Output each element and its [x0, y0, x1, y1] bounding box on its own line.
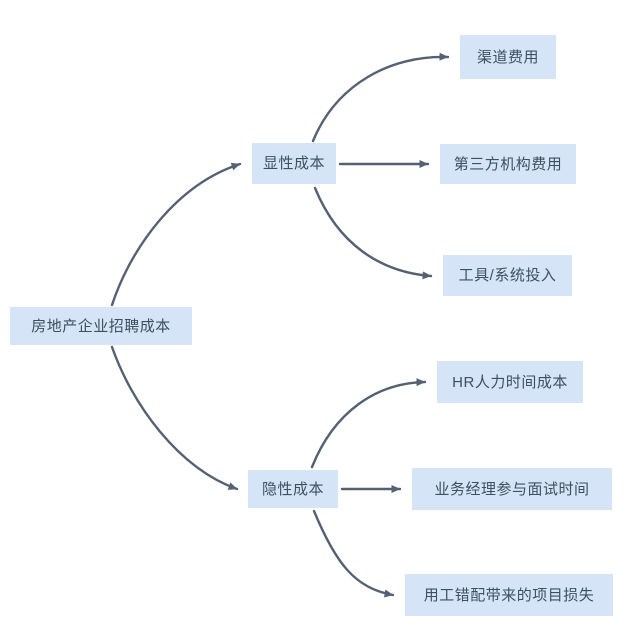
- node-hr-time-cost[interactable]: HR人力时间成本: [437, 361, 583, 403]
- edge-root-to-implicit: [110, 345, 239, 491]
- node-channel-fee-label: 渠道费用: [476, 48, 539, 66]
- node-explicit-cost-label: 显性成本: [262, 155, 325, 172]
- node-implicit-cost-label: 隐性成本: [261, 480, 324, 498]
- node-manager-interview-time[interactable]: 业务经理参与面试时间: [412, 468, 612, 510]
- node-explicit-cost[interactable]: 显性成本: [252, 143, 336, 184]
- node-mismatch-project-loss-label: 用工错配带来的项目损失: [423, 586, 595, 604]
- node-mismatch-project-loss[interactable]: 用工错配带来的项目损失: [405, 574, 613, 616]
- edge-root-to-explicit: [110, 162, 242, 307]
- node-tooling-investment[interactable]: 工具/系统投入: [443, 255, 572, 296]
- node-implicit-cost[interactable]: 隐性成本: [248, 470, 338, 508]
- node-agency-fee-label: 第三方机构费用: [453, 155, 563, 173]
- node-root-label: 房地产企业招聘成本: [31, 317, 171, 335]
- node-agency-fee[interactable]: 第三方机构费用: [440, 144, 576, 184]
- edge-implicit-to-mismatch-loss: [312, 509, 395, 598]
- node-hr-time-cost-label: HR人力时间成本: [452, 373, 568, 391]
- node-manager-interview-time-label: 业务经理参与面试时间: [434, 480, 590, 498]
- edge-explicit-to-channel-fee: [311, 52, 450, 143]
- node-channel-fee[interactable]: 渠道费用: [460, 35, 556, 79]
- edge-implicit-to-hr-time-cost: [310, 378, 427, 469]
- edge-explicit-to-tooling: [313, 186, 433, 280]
- node-tooling-investment-label: 工具/系统投入: [458, 267, 557, 284]
- node-root[interactable]: 房地产企业招聘成本: [10, 307, 192, 345]
